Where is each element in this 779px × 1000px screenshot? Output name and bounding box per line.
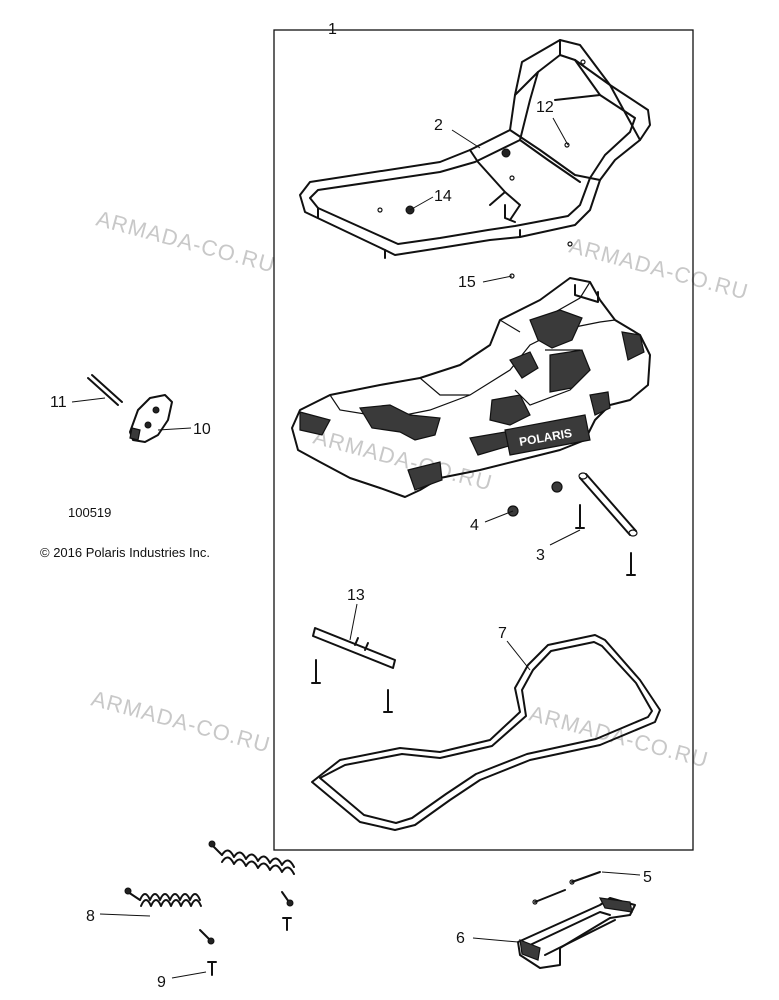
spring-cable-part (208, 840, 295, 907)
callout-6: 6 (456, 930, 465, 947)
spring-cable-part (124, 887, 215, 945)
callout-13: 13 (347, 587, 365, 604)
callout-3: 3 (536, 547, 545, 564)
leader-lines (71, 117, 641, 979)
rivet-icon (567, 241, 573, 247)
rivet-icon (377, 207, 383, 213)
watermark: ARMADA-CO.RU (567, 233, 752, 305)
watermark: ARMADA-CO.RU (94, 206, 279, 278)
callout-11: 11 (50, 394, 67, 411)
watermark: ARMADA-CO.RU (89, 686, 274, 758)
rack-part (299, 39, 651, 279)
bracket-part (129, 394, 173, 443)
callout-14: 14 (434, 188, 452, 205)
callout-10: 10 (193, 421, 211, 438)
watermark: ARMADA-CO.RU (311, 424, 496, 496)
bar-part (311, 627, 396, 713)
assembly-frame (273, 29, 694, 851)
figure-number: 100519 (68, 505, 111, 520)
callout-4: 4 (470, 517, 479, 534)
pin-part (575, 472, 638, 576)
rivet-icon (509, 175, 515, 181)
callout-labels: 1 2 3 4 5 6 7 8 9 10 11 12 13 14 15 (50, 21, 652, 991)
pin-part (532, 871, 601, 905)
mount-bracket-part (517, 897, 636, 969)
copyright-notice: © 2016 Polaris Industries Inc. (40, 545, 210, 560)
nut-part (507, 481, 563, 517)
callout-8: 8 (86, 908, 95, 925)
callout-1: 1 (328, 21, 337, 38)
callout-12: 12 (536, 99, 554, 116)
callout-7: 7 (498, 625, 507, 642)
callout-5: 5 (643, 869, 652, 886)
callout-2: 2 (434, 117, 443, 134)
screw-part (207, 917, 292, 976)
rivet-icon (580, 59, 586, 65)
seal-part (311, 634, 661, 831)
callout-15: 15 (458, 274, 476, 291)
nut-icon (501, 148, 511, 158)
polaris-logo: POLARIS (504, 414, 591, 456)
front-cover-part: POLARIS (291, 277, 651, 498)
callout-9: 9 (157, 974, 166, 991)
rod-part (87, 374, 123, 406)
